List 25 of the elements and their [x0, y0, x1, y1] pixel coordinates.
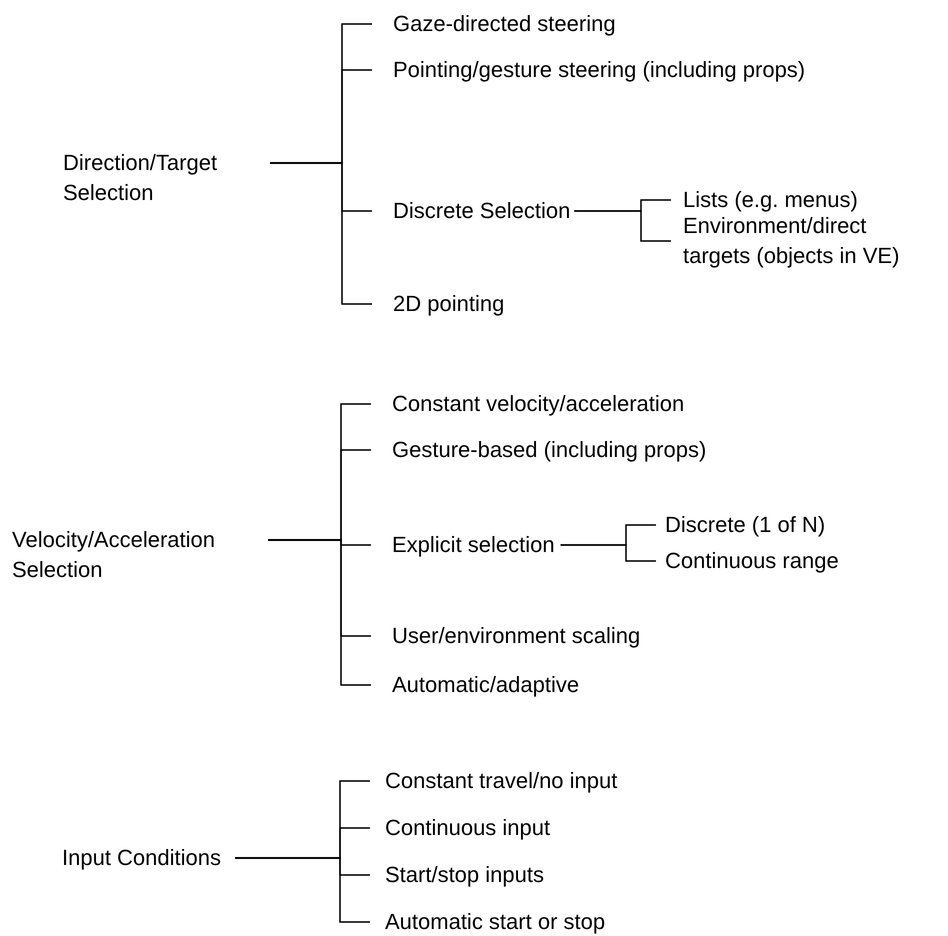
- node-label: Automatic/adaptive: [392, 671, 580, 699]
- bracket-connector: [574, 210, 671, 242]
- bracket-connector: [235, 857, 370, 923]
- node-label: Discrete Selection: [393, 197, 570, 225]
- bracket-connector: [270, 162, 372, 305]
- node-label: 2D pointing: [393, 290, 504, 318]
- node-label: Discrete (1 of N): [665, 511, 826, 539]
- node-label: Lists (e.g. menus): [683, 186, 858, 214]
- node-label: Gaze-directed steering: [393, 10, 616, 38]
- node-label: Continuous input: [385, 814, 550, 842]
- node-label: Constant velocity/acceleration: [392, 390, 684, 418]
- node-label: Environment/direct targets (objects in VE): [683, 212, 900, 270]
- node-label: Constant travel/no input: [385, 767, 618, 795]
- node-label: Continuous range: [665, 547, 839, 575]
- bracket-connector: [268, 539, 371, 686]
- node-label: Velocity/Acceleration Selection: [12, 526, 216, 584]
- node-label: Pointing/gesture steering (including props): [393, 56, 806, 84]
- node-label: User/environment scaling: [392, 622, 640, 650]
- node-label: Input Conditions: [62, 844, 221, 872]
- node-label: Gesture-based (including props): [392, 436, 706, 464]
- node-label: Automatic start or stop: [385, 908, 606, 936]
- bracket-connector: [560, 544, 656, 562]
- node-label: Start/stop inputs: [385, 861, 544, 889]
- node-label: Direction/Target Selection: [63, 149, 218, 207]
- node-label: Explicit selection: [392, 531, 555, 559]
